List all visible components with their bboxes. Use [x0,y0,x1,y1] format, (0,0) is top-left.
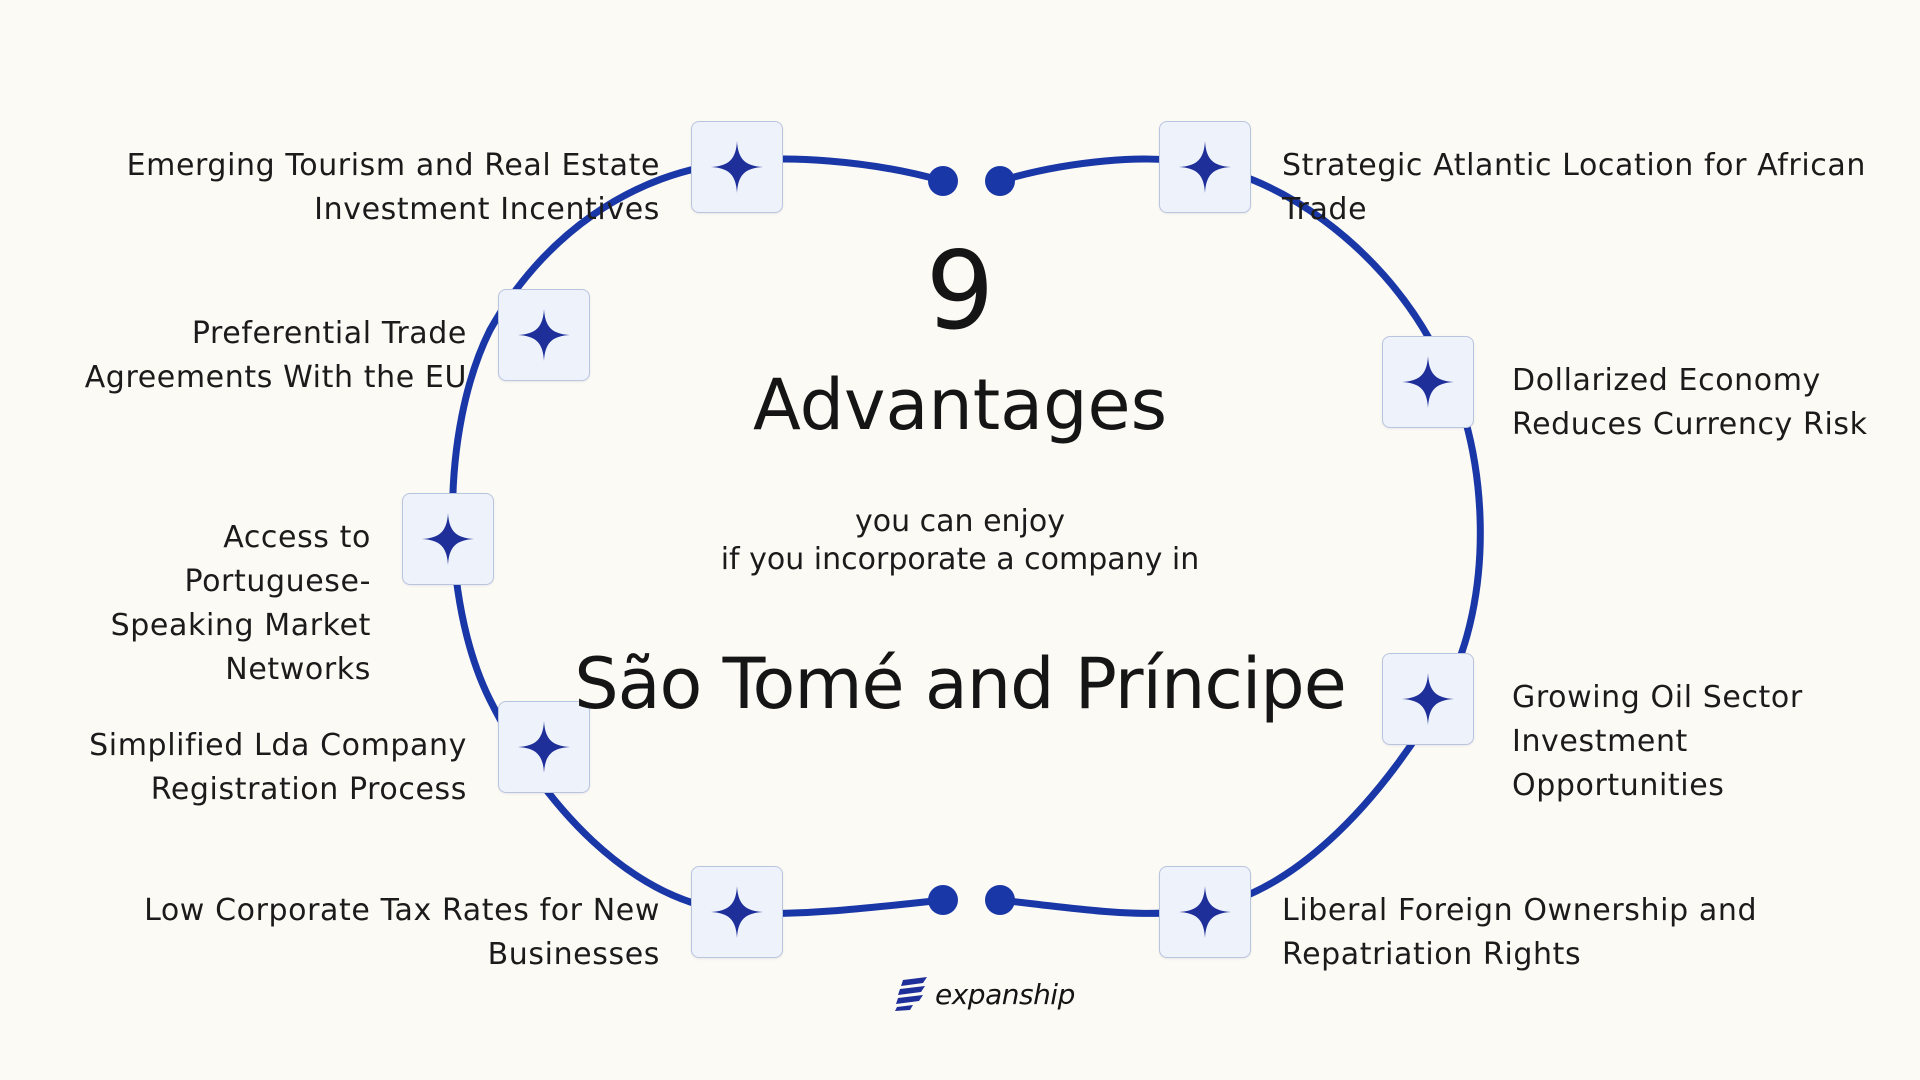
ring-end-dot-bottom-left [928,885,958,915]
advantage-label-9: Liberal Foreign Ownership and Repatriati… [1282,889,1902,977]
four-point-star-icon [422,513,474,565]
advantage-label-6: Growing Oil Sector Investment Opportunit… [1512,676,1912,808]
advantage-node-1 [691,121,783,213]
four-point-star-icon [1179,141,1231,193]
four-point-star-icon [518,309,570,361]
advantage-label-line: Reduces Currency Risk [1512,407,1868,442]
advantage-node-7 [498,701,590,793]
advantage-label-line: Businesses [487,937,660,972]
advantage-label-line: Portuguese- [184,564,371,599]
advantage-node-2 [1159,121,1251,213]
four-point-star-icon [518,721,570,773]
brand-name: expanship [935,977,1075,1011]
advantage-label-7: Simplified Lda Company Registration Proc… [60,724,467,812]
advantage-label-line: Growing Oil Sector [1512,680,1803,715]
advantage-label-line: Low Corporate Tax Rates for New [144,893,660,928]
ring-end-dot-bottom-right [985,885,1015,915]
advantage-label-line: Opportunities [1512,768,1725,803]
four-point-star-icon [711,141,763,193]
advantage-label-line: Registration Process [150,772,467,807]
ring-end-dot-top-right [985,166,1015,196]
advantage-label-2: Strategic Atlantic Location for African … [1282,144,1902,232]
advantage-label-line: Investment Incentives [314,192,660,227]
subtitle-line-2: if you incorporate a company in [720,542,1200,577]
expanship-logo-icon [895,977,927,1011]
advantage-label-line: Investment [1512,724,1688,759]
advantage-label-4: Dollarized Economy Reduces Currency Risk [1512,359,1912,447]
advantage-label-line: Emerging Tourism and Real Estate [126,148,660,183]
advantage-label-line: Dollarized Economy [1512,363,1821,398]
advantage-label-line: Trade [1282,192,1368,227]
advantage-label-8: Low Corporate Tax Rates for New Business… [60,889,660,977]
advantage-label-5: Access to Portuguese- Speaking Market Ne… [60,516,371,692]
advantage-label-line: Liberal Foreign Ownership and [1282,893,1758,928]
four-point-star-icon [1179,886,1231,938]
advantage-label-line: Strategic Atlantic Location for African [1282,148,1866,183]
advantage-node-3 [498,289,590,381]
subtitle-line-1: you can enjoy [855,504,1065,539]
four-point-star-icon [1402,673,1454,725]
advantage-label-line: Agreements With the EU [84,360,467,395]
four-point-star-icon [1402,356,1454,408]
advantage-label-line: Repatriation Rights [1282,937,1582,972]
ring-end-dot-top-left [928,166,958,196]
brand-logo: expanship [895,976,1075,1012]
advantage-label-line: Access to [223,520,371,555]
advantage-label-3: Preferential Trade Agreements With the E… [60,312,467,400]
advantages-title: Advantages [752,364,1168,446]
four-point-star-icon [711,886,763,938]
advantage-label-1: Emerging Tourism and Real Estate Investm… [60,144,660,232]
advantage-label-line: Preferential Trade [191,316,467,351]
advantage-node-9 [1159,866,1251,958]
country-name: São Tomé and Príncipe [574,643,1347,725]
advantage-node-4 [1382,336,1474,428]
advantage-node-8 [691,866,783,958]
advantage-node-5 [402,493,494,585]
advantages-count: 9 [925,229,995,354]
advantage-label-line: Speaking Market [110,608,371,643]
advantage-label-line: Simplified Lda Company [89,728,467,763]
advantage-label-line: Networks [225,652,371,687]
advantage-node-6 [1382,653,1474,745]
